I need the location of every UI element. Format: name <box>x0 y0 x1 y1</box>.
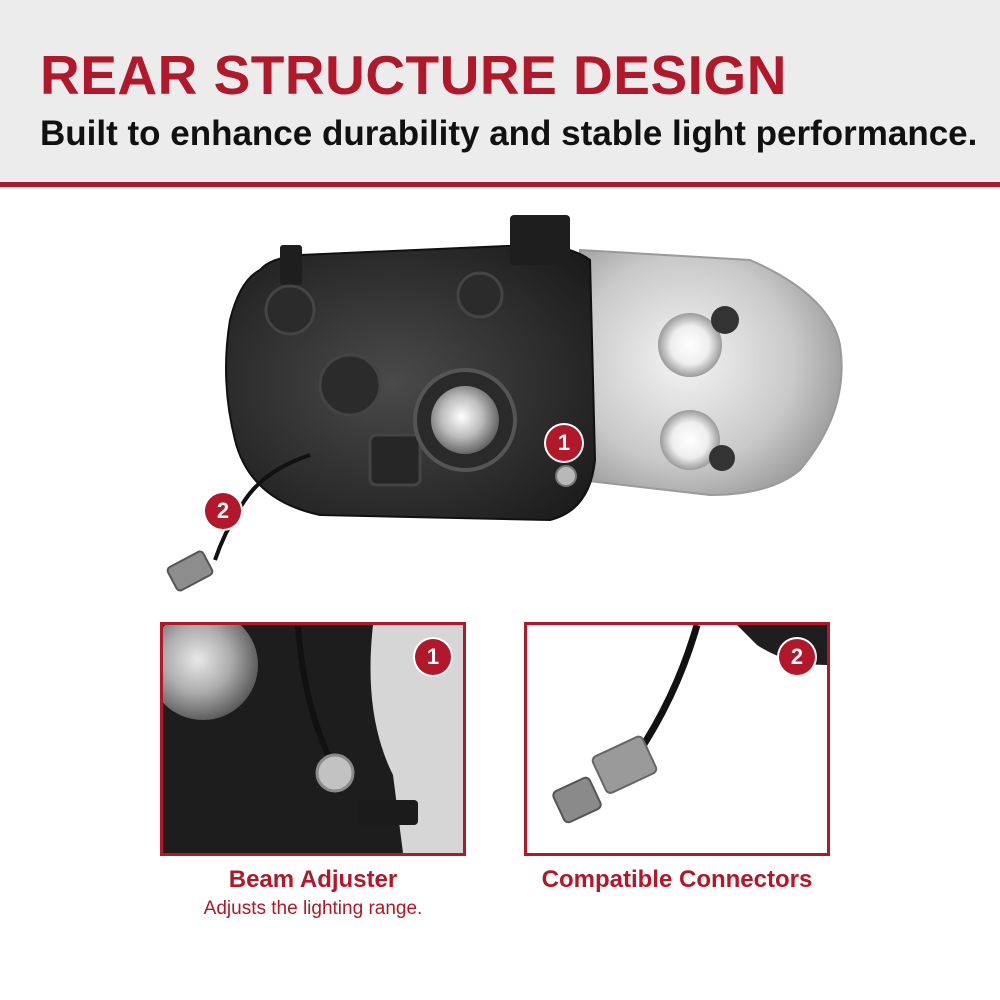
adjuster-screw-closeup <box>315 753 355 793</box>
feature-desc-beam-adjuster: Adjusts the lighting range. <box>203 898 423 919</box>
beam-adjuster-closeup <box>163 625 463 853</box>
connector-housing-closeup <box>591 735 658 794</box>
headlight-rear-view: 1 2 <box>150 200 870 610</box>
feature-title-connectors: Compatible Connectors <box>541 866 813 893</box>
mount-bracket-closeup <box>358 800 418 825</box>
projector-lens <box>431 386 499 454</box>
grommet-lower <box>709 445 735 471</box>
connector-closeup <box>527 625 827 853</box>
panel-badge-2: 2 <box>779 639 815 675</box>
feature-panel-connectors: 2 <box>524 622 830 856</box>
page-subtitle: Built to enhance durability and stable l… <box>40 114 978 153</box>
mount-tab-top <box>510 215 570 265</box>
connector-plug <box>166 550 214 592</box>
header-banner <box>0 0 1000 182</box>
feature-panel-beam-adjuster: 1 <box>160 622 466 856</box>
bulb-socket-lower <box>660 410 720 470</box>
page-title: REAR STRUCTURE DESIGN <box>40 44 787 106</box>
callout-badge-2: 2 <box>205 493 241 529</box>
wire-closeup <box>295 625 336 767</box>
beam-adjuster-screw <box>555 465 577 487</box>
feature-title-beam-adjuster: Beam Adjuster <box>228 866 398 893</box>
header-divider <box>0 182 1000 187</box>
bulb-cap-upper <box>456 271 504 319</box>
connector-tip-closeup <box>552 776 602 824</box>
bulb-cap-middle <box>318 353 382 417</box>
projector-closeup <box>163 625 258 720</box>
bulb-socket-upper <box>658 313 722 377</box>
wire-closeup <box>634 625 701 757</box>
panel-badge-1: 1 <box>415 639 451 675</box>
headlight-illustration <box>166 215 843 592</box>
wire-harness <box>213 453 311 561</box>
bulb-cap-lower <box>368 433 422 487</box>
adjuster-knob <box>264 284 316 336</box>
mount-tab-left <box>280 245 302 285</box>
grommet-upper <box>711 306 739 334</box>
corner-lens <box>579 248 843 497</box>
callout-badge-1: 1 <box>546 425 582 461</box>
